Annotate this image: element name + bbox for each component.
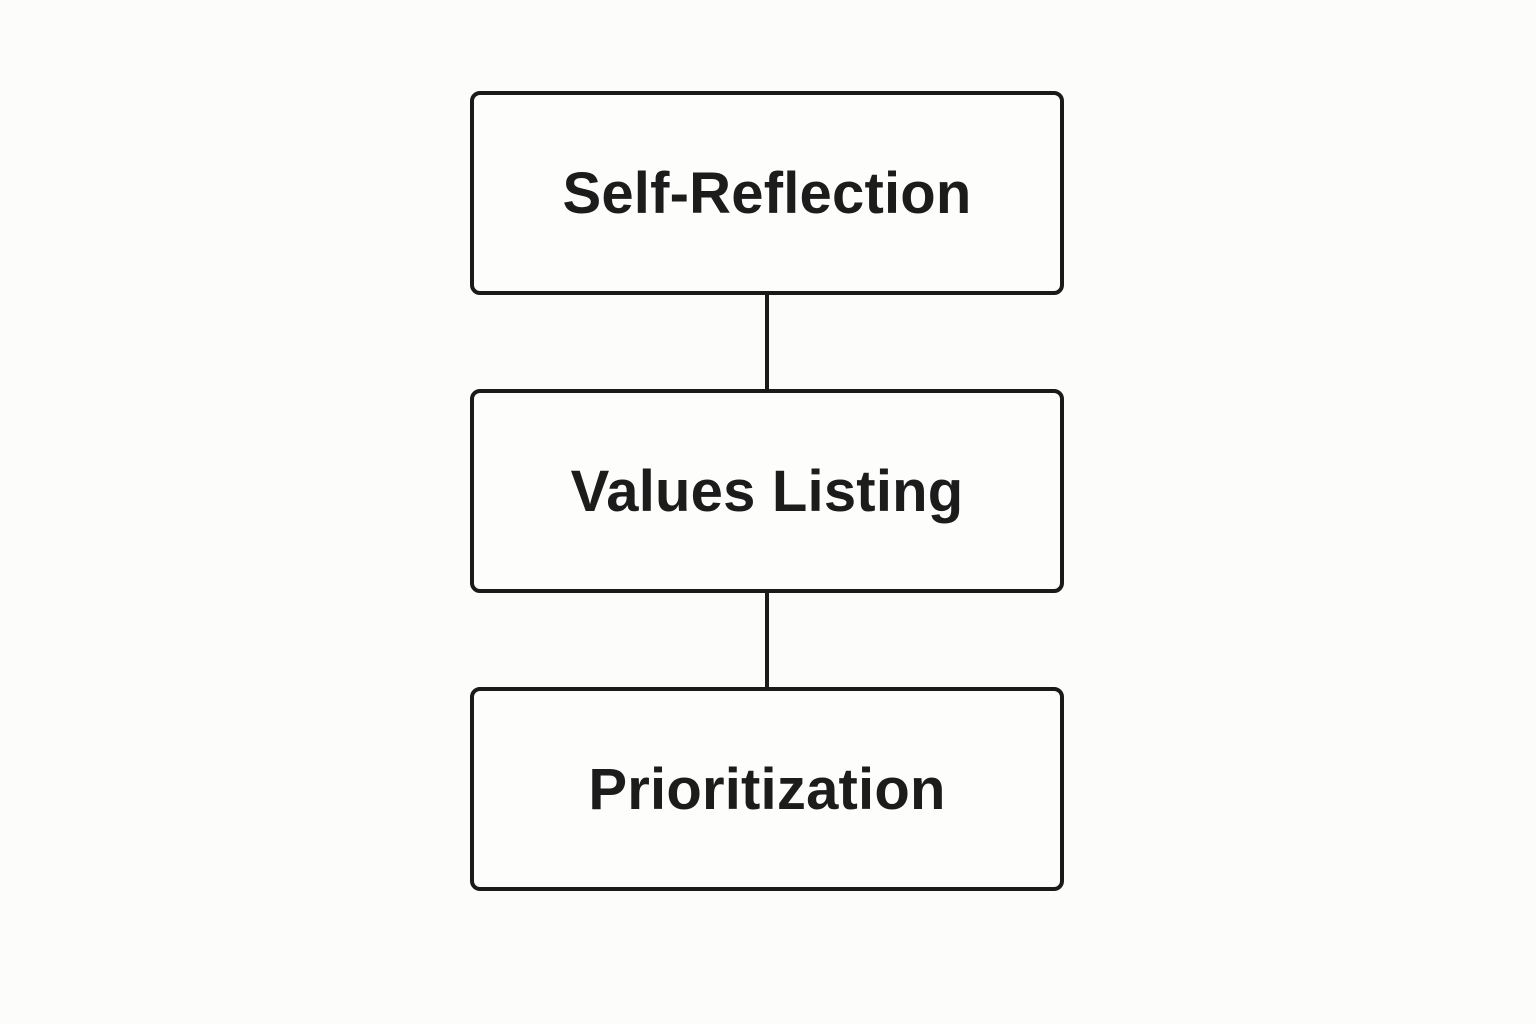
step-self-reflection-box: Self-Reflection — [470, 91, 1064, 295]
step-self-reflection-label: Self-Reflection — [562, 160, 972, 226]
step-values-listing-label: Values Listing — [570, 458, 964, 524]
step-prioritization-box: Prioritization — [470, 687, 1064, 891]
step-values-listing-box: Values Listing — [470, 389, 1064, 593]
connector-line-2 — [765, 593, 769, 687]
step-prioritization-label: Prioritization — [588, 756, 946, 822]
connector-line-1 — [765, 295, 769, 389]
